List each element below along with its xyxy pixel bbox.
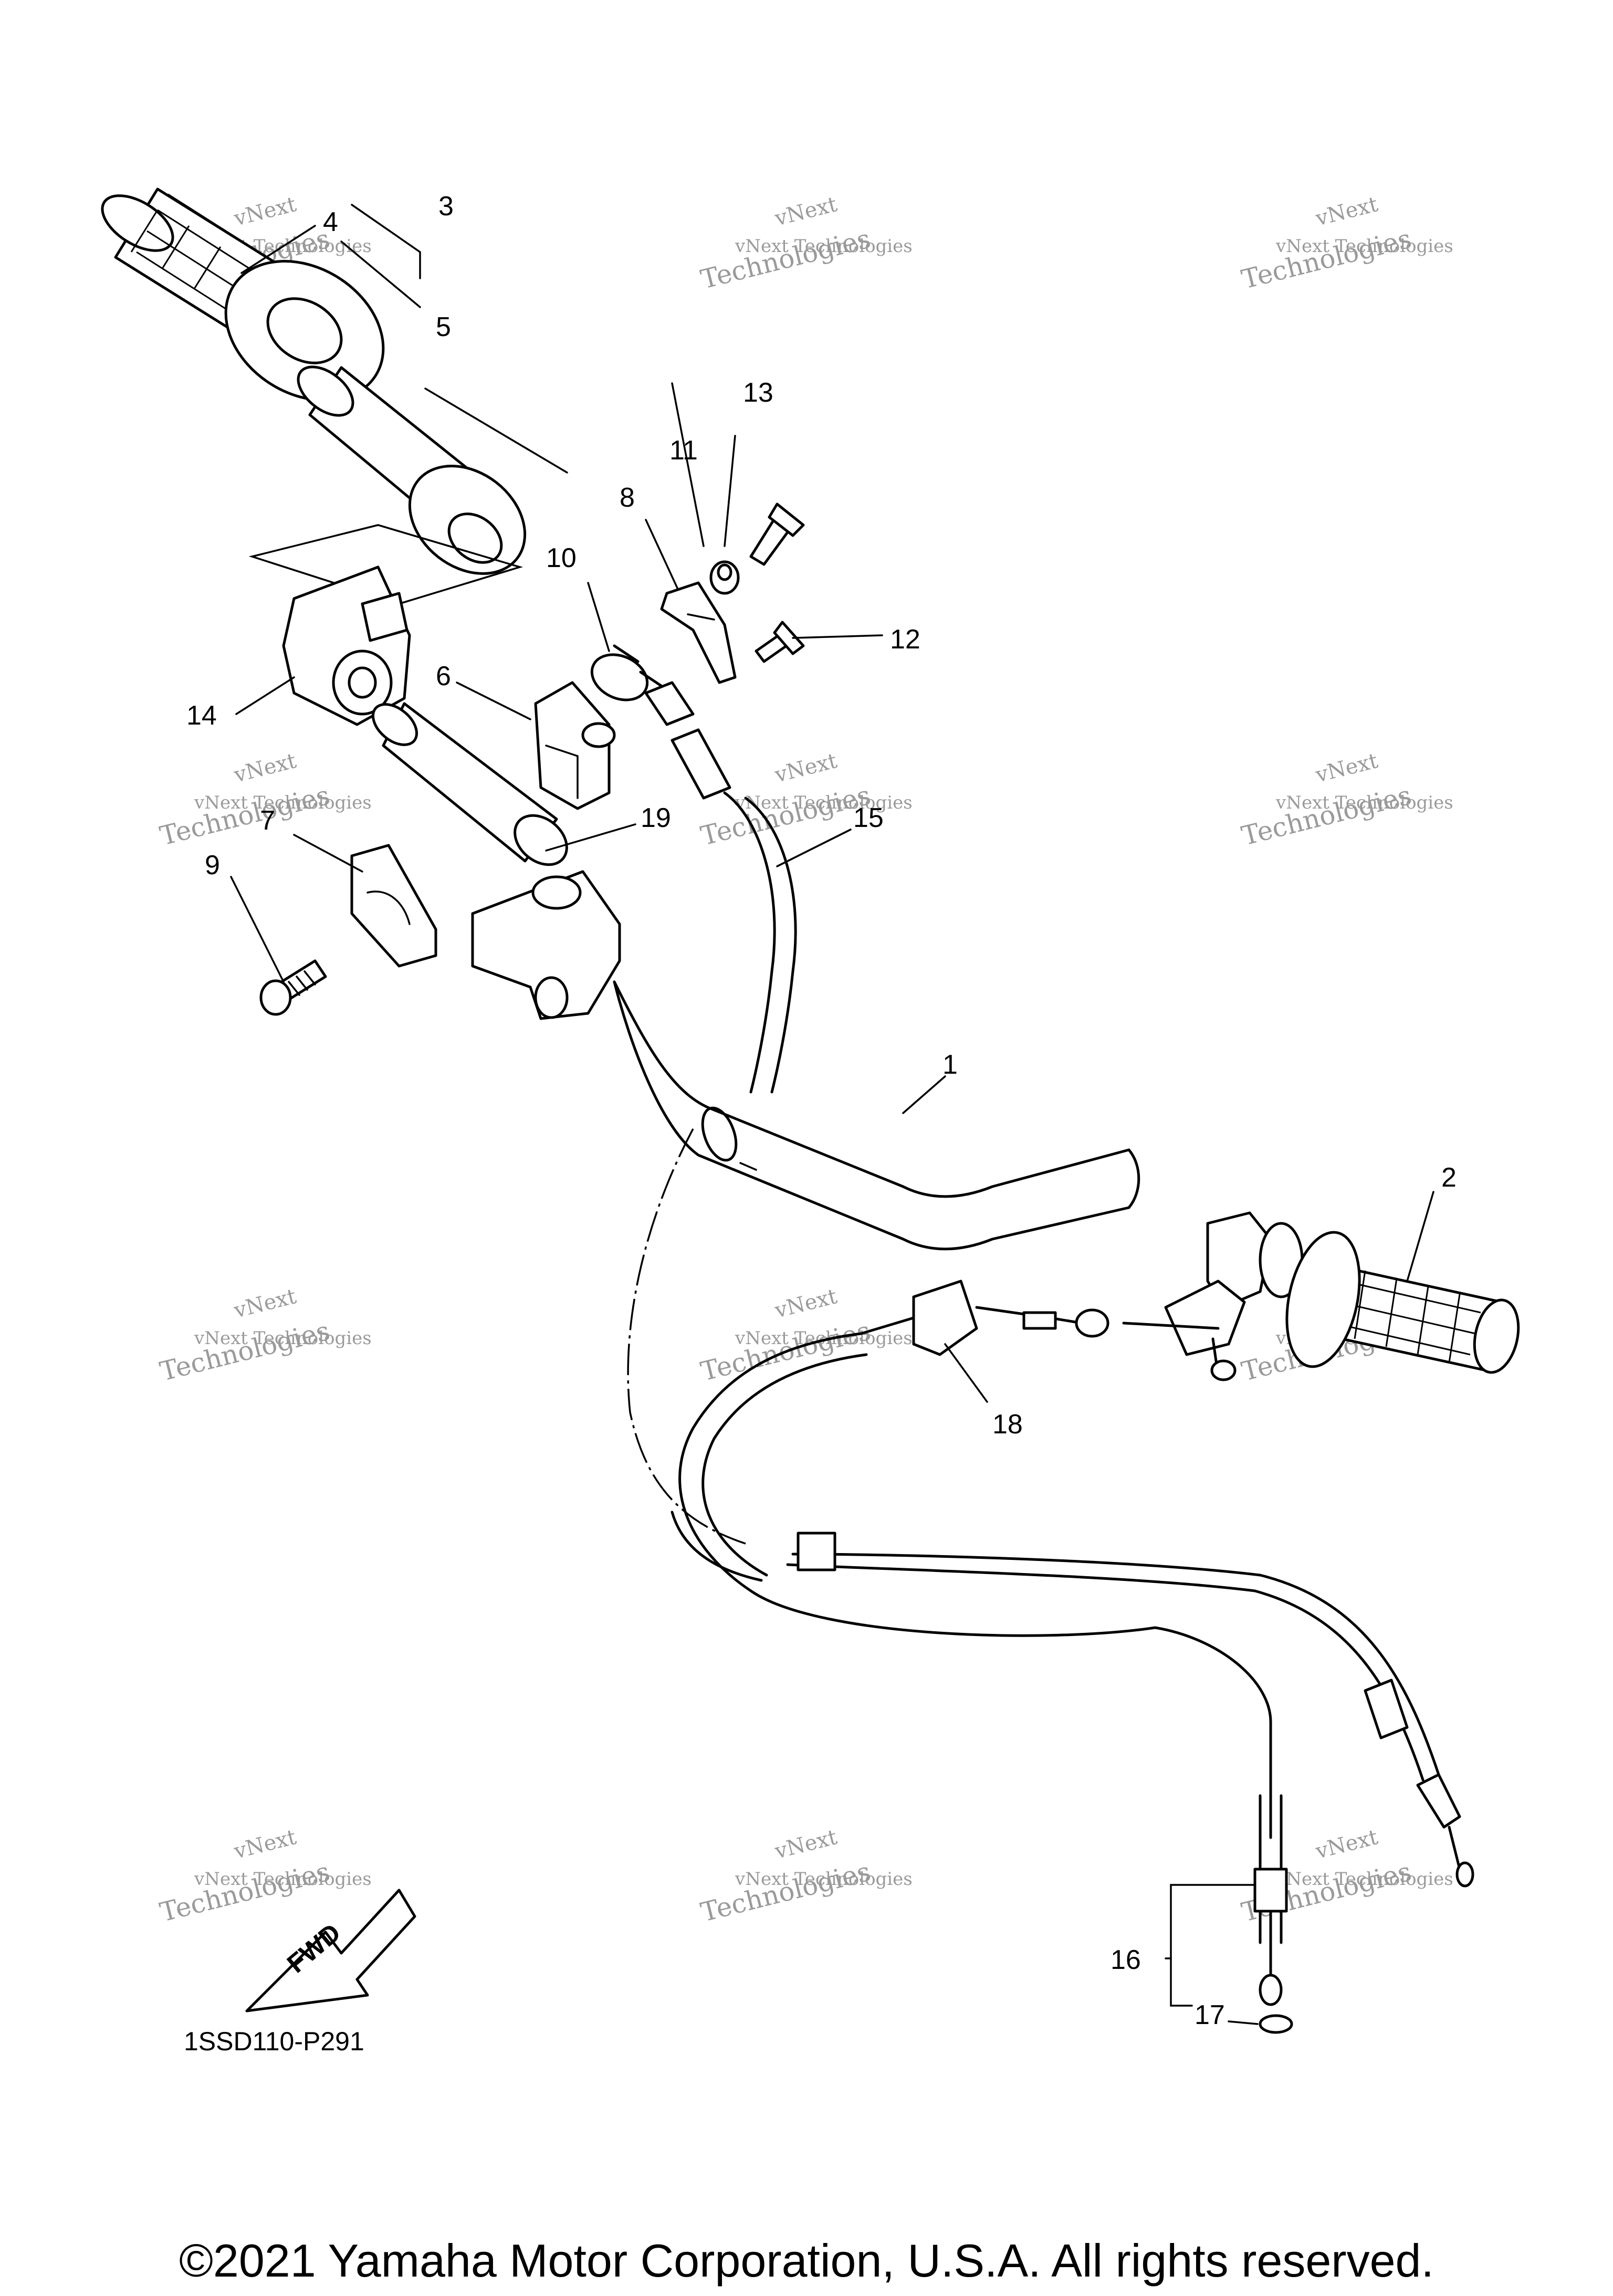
sleeve-tube: [371, 702, 568, 866]
watermark-5: vNext Technologies Technologies vNext: [698, 749, 913, 852]
throttle-cable: [627, 728, 797, 1582]
svg-text:Technologies: Technologies: [1239, 780, 1415, 851]
callout-18: 18: [992, 1409, 1023, 1440]
callout-8: 8: [620, 483, 635, 513]
o-ring-17: [1259, 2014, 1293, 2034]
diagram-code: 1SSD110-P291: [184, 2027, 364, 2056]
callout-4: 4: [323, 207, 338, 237]
callout-2: 2: [1441, 1162, 1457, 1193]
svg-text:vNext: vNext: [231, 192, 298, 231]
callout-6: 6: [436, 661, 451, 691]
fwd-arrow-icon: FWD: [245, 1889, 416, 2012]
svg-text:vNext: vNext: [772, 1825, 839, 1864]
svg-text:vNext: vNext: [772, 192, 839, 231]
svg-text:vNext Technologies: vNext Technologies: [1275, 1869, 1453, 1890]
screw-12: [755, 621, 805, 663]
svg-text:Technologies: Technologies: [1239, 223, 1415, 295]
screw-13: [749, 502, 805, 566]
cable-guide-8: [660, 581, 737, 684]
watermark-11: vNext Technologies Technologies vNext: [698, 1825, 913, 1928]
watermark-2: vNext Technologies Technologies vNext: [698, 192, 913, 295]
watermark-6: vNext Technologies Technologies vNext: [1239, 749, 1453, 852]
svg-text:vNext Technologies: vNext Technologies: [194, 1869, 372, 1890]
copyright-notice: ©2021 Yamaha Motor Corporation, U.S.A. A…: [179, 2235, 1434, 2287]
throttle-tube: [297, 365, 527, 575]
svg-text:vNext Technologies: vNext Technologies: [194, 792, 372, 813]
clamp-upper: [534, 681, 616, 810]
right-grip: [1285, 1231, 1520, 1374]
watermark-4: vNext Technologies Technologies vNext: [157, 749, 372, 852]
left-mount-block: [471, 870, 621, 1020]
svg-text:Technologies: Technologies: [157, 1315, 333, 1387]
callout-16: 16: [1111, 1945, 1141, 1975]
adjuster-18: [860, 1280, 1109, 1356]
callout-12: 12: [890, 624, 920, 655]
svg-text:vNext Technologies: vNext Technologies: [735, 1328, 913, 1349]
watermark-3: vNext Technologies Technologies vNext: [1239, 192, 1453, 295]
callout-7: 7: [260, 805, 275, 836]
callout-5: 5: [436, 312, 451, 342]
callout-11: 11: [669, 435, 698, 466]
left-grip: [101, 187, 385, 402]
callout-9: 9: [205, 850, 220, 880]
watermark-8: vNext Technologies Technologies vNext: [698, 1284, 913, 1387]
svg-text:Technologies: Technologies: [157, 1856, 333, 1927]
callout-14: 14: [186, 700, 217, 731]
callout-10: 10: [546, 543, 577, 573]
svg-text:Technologies: Technologies: [698, 1856, 874, 1927]
svg-text:vNext: vNext: [231, 749, 298, 788]
callout-1: 1: [942, 1050, 958, 1080]
clutch-cable: [678, 1332, 1474, 2006]
callout-3: 3: [438, 191, 454, 222]
callout-labels: 1 2 3 4 5 6 7 8 9 10 11 12 13 14 15 16 1…: [186, 191, 1457, 2030]
svg-text:vNext: vNext: [772, 1284, 839, 1323]
leader-lines: [230, 204, 1434, 2025]
collar-11: [709, 560, 740, 595]
svg-text:vNext Technologies: vNext Technologies: [735, 1869, 913, 1890]
svg-text:vNext Technologies: vNext Technologies: [1275, 792, 1453, 813]
svg-text:vNext: vNext: [772, 749, 839, 788]
svg-text:vNext: vNext: [231, 1825, 298, 1864]
svg-text:vNext Technologies: vNext Technologies: [735, 792, 913, 813]
watermark-group: vNext Technologies Technologies vNext vN…: [157, 192, 1453, 1928]
watermark-10: vNext Technologies Technologies vNext: [157, 1825, 372, 1928]
right-perch: [1122, 1211, 1304, 1381]
svg-text:vNext: vNext: [231, 1284, 298, 1323]
handlebar: [613, 980, 1140, 1251]
callout-17: 17: [1195, 2000, 1225, 2030]
callout-19: 19: [641, 803, 671, 833]
callout-13: 13: [743, 378, 773, 408]
callout-15: 15: [853, 803, 884, 833]
clamp-lower: [350, 844, 437, 968]
svg-text:Technologies: Technologies: [698, 223, 874, 295]
adjuster-10: [590, 644, 695, 726]
svg-text:vNext: vNext: [1313, 192, 1380, 231]
svg-text:vNext: vNext: [1313, 749, 1380, 788]
svg-text:vNext Technologies: vNext Technologies: [735, 236, 913, 257]
svg-text:vNext Technologies: vNext Technologies: [1275, 236, 1453, 257]
bolt-9: [259, 959, 327, 1016]
watermark-7: vNext Technologies Technologies vNext: [157, 1284, 372, 1387]
svg-text:vNext: vNext: [1313, 1825, 1380, 1864]
svg-text:vNext Technologies: vNext Technologies: [194, 1328, 372, 1349]
